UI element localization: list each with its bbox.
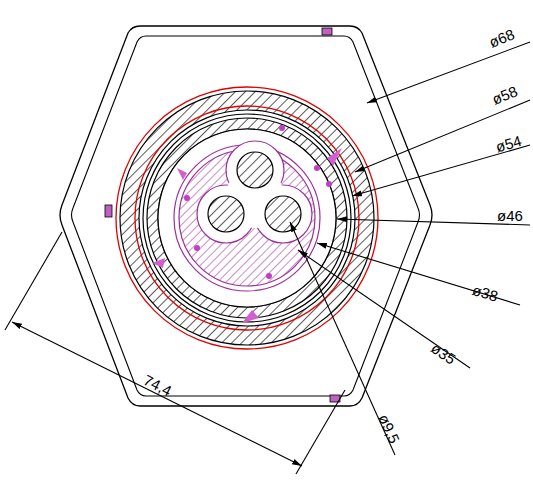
hex-chamfer <box>72 36 420 396</box>
tie-points <box>184 125 332 279</box>
diameter-callout: ø58 <box>490 83 520 107</box>
diameter-callout: ø38 <box>471 282 500 304</box>
circle-54 <box>143 114 351 322</box>
circle-38 <box>174 145 320 291</box>
diameter-callout: ø68 <box>487 26 517 50</box>
diameter-callout: ø54 <box>494 133 523 155</box>
outer-sheath <box>120 91 374 345</box>
circle-58 <box>135 106 359 330</box>
hex-outline <box>60 26 432 406</box>
diameter-callout: ø9,5 <box>376 412 402 446</box>
circle-46 <box>158 129 336 307</box>
filler <box>179 150 315 286</box>
trefoil-core <box>197 141 312 243</box>
fins <box>152 148 342 323</box>
dimension-text: 74,4 <box>141 372 174 398</box>
diameter-callout: ø46 <box>497 208 523 223</box>
corner-clips <box>105 28 340 402</box>
inner-sheath <box>147 118 347 318</box>
diameter-callout: ø35 <box>429 340 459 367</box>
leader-lines <box>5 42 530 474</box>
conductors <box>208 152 301 232</box>
circle-68 <box>116 87 378 349</box>
